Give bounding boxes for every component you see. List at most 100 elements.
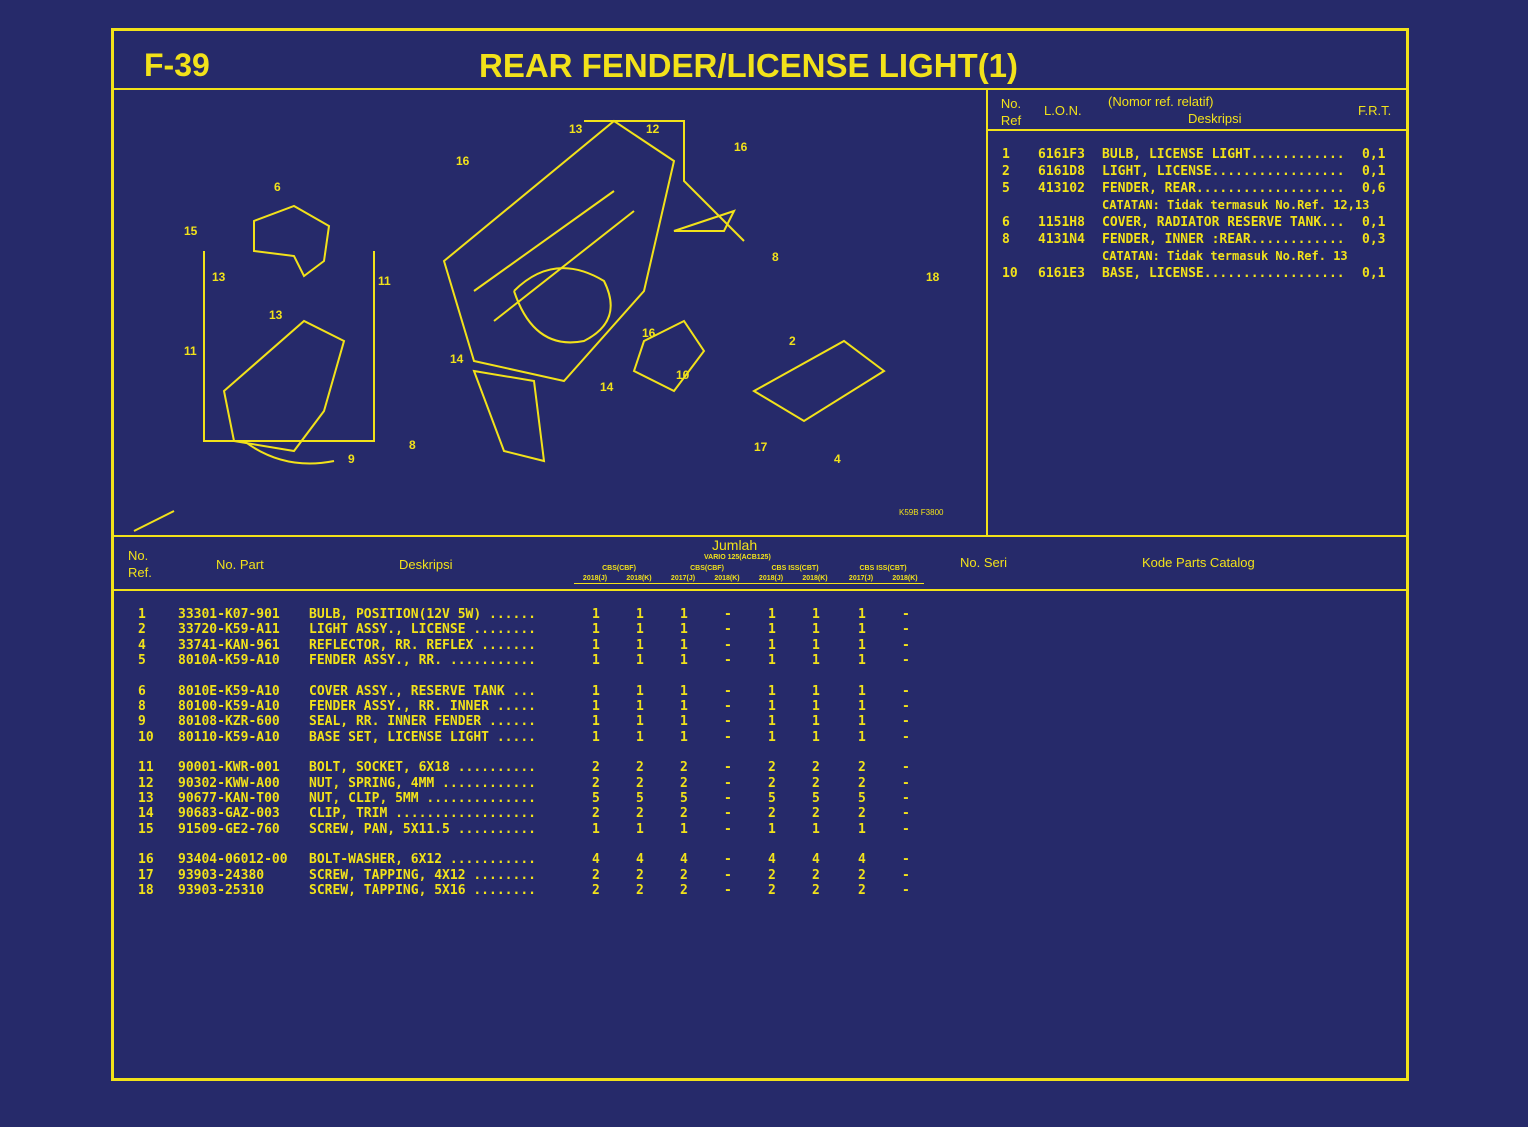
part-quantity: 2	[636, 867, 644, 883]
part-quantity: 1	[858, 714, 866, 730]
ref-lon: 1151H8	[1038, 215, 1085, 230]
part-ref: 9	[138, 714, 146, 730]
part-ref: 2	[138, 622, 146, 638]
ref-ref: 5	[1002, 181, 1010, 196]
header-desc: Deskripsi	[1188, 111, 1242, 126]
page-code: F-39	[144, 47, 210, 83]
part-quantity: 2	[592, 867, 600, 883]
header-no-ref: No. Ref	[1000, 96, 1022, 128]
ref-ref: 8	[1002, 232, 1010, 247]
ref-ref: 2	[1002, 164, 1010, 179]
part-part: 90302-KWW-A00	[178, 775, 280, 791]
part-quantity: 2	[636, 760, 644, 776]
part-quantity: 2	[812, 883, 820, 898]
figure-code: K59B F3800	[899, 508, 944, 517]
ref-lon: 6161D8	[1038, 164, 1085, 179]
part-quantity: 2	[636, 806, 644, 822]
part-part: 33301-K07-901	[178, 607, 280, 622]
callout: 4	[834, 452, 841, 466]
part-quantity: 1	[768, 714, 776, 730]
header-variant: CBS(CBF)	[602, 565, 636, 572]
part-quantity: 1	[768, 607, 776, 622]
callout: 16	[734, 140, 748, 154]
part-quantity: 5	[812, 791, 820, 806]
part-quantity: 1	[636, 653, 644, 669]
part-desc: SCREW, PAN, 5X11.5 ..........	[309, 821, 536, 837]
part-quantity: 1	[680, 714, 688, 730]
part-quantity: 1	[812, 699, 820, 714]
part-quantity: 1	[680, 729, 688, 745]
part-quantity: 2	[680, 760, 688, 776]
callout: 16	[456, 154, 470, 168]
part-desc: BASE SET, LICENSE LIGHT .....	[309, 729, 536, 745]
ref-desc: FENDER, REAR...................	[1102, 181, 1345, 196]
part-part: 8010E-K59-A10	[178, 683, 280, 699]
exploded-parts-diagram: 13 12 16 16 6 15 13 11 13 11 8 14 14 16 …	[133, 119, 944, 532]
part-quantity: -	[724, 775, 732, 791]
part-quantity: 1	[680, 653, 688, 669]
part-quantity: -	[902, 760, 910, 776]
header-desc-note: (Nomor ref. relatif)	[1108, 94, 1214, 109]
ref-frt: 0,1	[1362, 266, 1386, 281]
part-quantity: 1	[636, 821, 644, 837]
part-quantity: -	[724, 729, 732, 745]
part-part: 80110-K59-A10	[178, 729, 280, 745]
part-part: 8010A-K59-A10	[178, 653, 280, 669]
part-quantity: 1	[858, 683, 866, 699]
part-ref: 15	[138, 821, 154, 837]
part-quantity: -	[724, 653, 732, 669]
callout: 12	[646, 122, 660, 136]
ref-frt: 0,1	[1362, 215, 1386, 230]
part-quantity: 2	[636, 775, 644, 791]
catalog-page: F-39 REAR FENDER/LICENSE LIGHT(1) 13 12 …	[111, 28, 1409, 1081]
part-quantity: 1	[636, 622, 644, 638]
part-quantity: -	[724, 637, 732, 653]
header-kode-parts-catalog: Kode Parts Catalog	[1142, 555, 1255, 570]
ref-desc: CATATAN: Tidak termasuk No.Ref. 13	[1102, 249, 1348, 263]
callout: 14	[450, 352, 464, 366]
header-model: VARIO 125(ACB125)	[704, 554, 771, 561]
ref-lon: 413102	[1038, 181, 1085, 196]
part-quantity: -	[724, 760, 732, 776]
part-quantity: 4	[768, 852, 776, 868]
header-year: 2018(K)	[626, 575, 652, 582]
part-quantity: -	[902, 729, 910, 745]
part-quantity: 2	[812, 806, 820, 822]
callout: 8	[409, 438, 416, 452]
part-quantity: -	[902, 775, 910, 791]
part-quantity: 1	[858, 821, 866, 837]
part-quantity: 1	[858, 699, 866, 714]
part-quantity: 1	[592, 729, 600, 745]
part-quantity: 2	[858, 883, 866, 898]
part-quantity: 1	[592, 607, 600, 622]
ref-ref: 6	[1002, 215, 1010, 230]
part-quantity: 1	[680, 622, 688, 638]
part-quantity: -	[724, 821, 732, 837]
part-desc: CLIP, TRIM ..................	[309, 806, 536, 822]
part-quantity: 1	[636, 683, 644, 699]
header-frt: F.R.T.	[1358, 103, 1392, 118]
ref-desc: COVER, RADIATOR RESERVE TANK...	[1102, 215, 1345, 230]
part-quantity: 2	[858, 806, 866, 822]
header-lon: L.O.N.	[1044, 103, 1082, 118]
part-quantity: 2	[592, 775, 600, 791]
callout: 15	[184, 224, 198, 238]
part-quantity: 1	[812, 622, 820, 638]
part-quantity: 4	[636, 852, 644, 868]
part-quantity: 2	[858, 760, 866, 776]
part-part: 90683-GAZ-003	[178, 806, 280, 822]
callout: 13	[212, 270, 226, 284]
part-quantity: -	[902, 607, 910, 622]
callout: 6	[274, 180, 281, 194]
part-desc: SCREW, TAPPING, 4X12 ........	[309, 867, 536, 883]
part-quantity: -	[724, 607, 732, 622]
part-quantity: -	[724, 699, 732, 714]
part-quantity: 2	[812, 775, 820, 791]
ref-frt: 0,1	[1362, 147, 1386, 162]
header-year: 2018(K)	[892, 575, 918, 582]
part-quantity: 4	[858, 852, 866, 868]
ref-desc: BASE, LICENSE..................	[1102, 266, 1345, 281]
part-quantity: 1	[858, 653, 866, 669]
part-quantity: -	[724, 622, 732, 638]
part-quantity: -	[724, 852, 732, 868]
